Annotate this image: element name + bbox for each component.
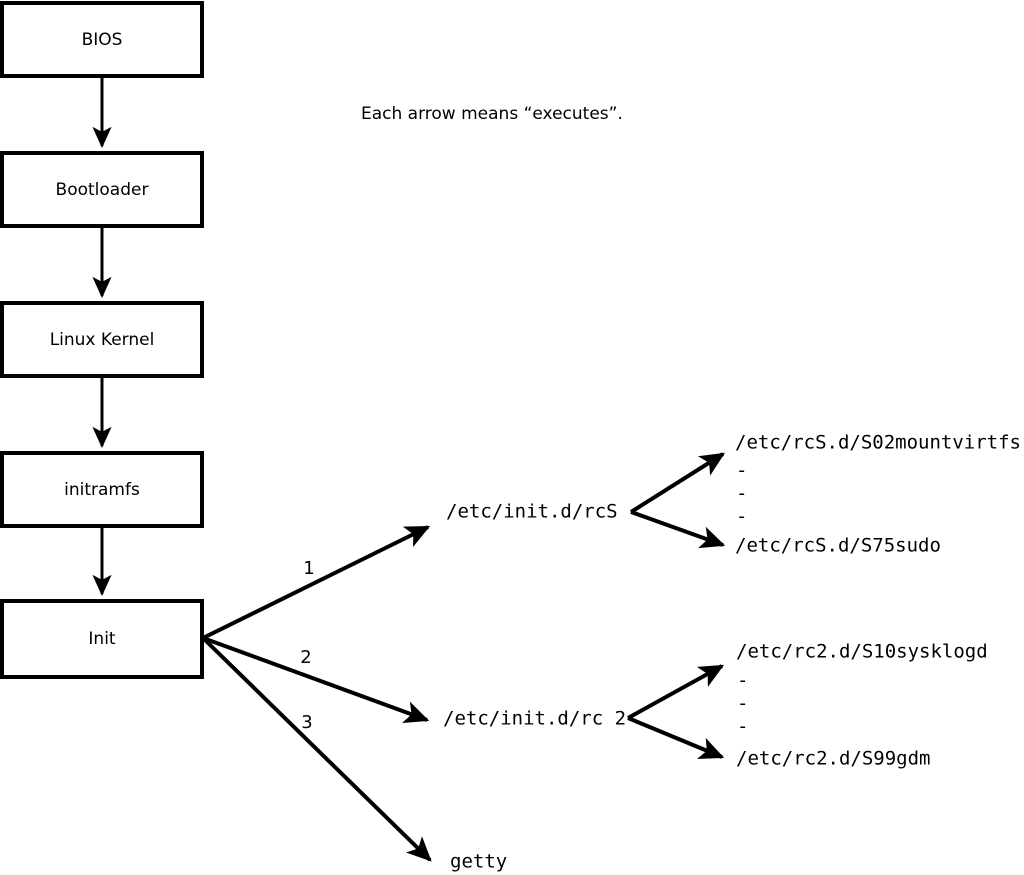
node-init-rect[interactable] bbox=[0, 599, 204, 679]
init-branch-numbers: 1 2 3 bbox=[300, 558, 314, 733]
rc2-ellipsis-dash-2: - bbox=[737, 693, 748, 715]
node-getty[interactable]: getty bbox=[450, 851, 507, 873]
node-bios-rect[interactable] bbox=[0, 1, 204, 78]
rcs-script-last[interactable]: /etc/rcS.d/S75sudo bbox=[735, 535, 941, 557]
rcs-ellipsis-dash-2: - bbox=[736, 483, 747, 505]
node-bootloader[interactable]: Bootloader bbox=[0, 151, 204, 228]
branch-number-3: 3 bbox=[301, 712, 312, 733]
arrow-init-to-rc2 bbox=[202, 636, 430, 724]
arrow-rc2-to-last-script bbox=[627, 716, 725, 759]
branch-number-1: 1 bbox=[303, 558, 314, 579]
branch-number-2: 2 bbox=[300, 647, 311, 668]
node-init[interactable]: Init bbox=[0, 599, 204, 679]
boot-chain-group: BIOS Bootloader Linux Kernel initramfs I… bbox=[0, 1, 204, 679]
node-bios-label: BIOS bbox=[82, 30, 123, 50]
node-linux-kernel-rect[interactable] bbox=[0, 301, 204, 378]
rcs-script-list: /etc/rcS.d/S02mountvirtfs - - - /etc/rcS… bbox=[735, 432, 1021, 557]
rcs-ellipsis-dash-1: - bbox=[736, 460, 747, 482]
arrow-init-to-rcs bbox=[202, 525, 431, 640]
arrow-rcs-to-first-script bbox=[629, 452, 726, 514]
node-bios[interactable]: BIOS bbox=[0, 1, 204, 78]
node-etc-initd-rcs[interactable]: /etc/init.d/rcS bbox=[446, 501, 618, 523]
rcs-fanout-arrows bbox=[629, 452, 726, 549]
node-initramfs[interactable]: initramfs bbox=[0, 451, 204, 528]
node-bootloader-label: Bootloader bbox=[56, 180, 149, 200]
rcs-ellipsis-dash-3: - bbox=[736, 506, 747, 528]
init-branch-arrows bbox=[201, 525, 432, 862]
node-etc-initd-rc2[interactable]: /etc/init.d/rc 2 bbox=[443, 708, 626, 730]
arrow-rcs-to-last-script bbox=[630, 510, 726, 549]
node-initramfs-label: initramfs bbox=[64, 480, 140, 500]
rc2-ellipsis-dash-1: - bbox=[737, 670, 748, 692]
arrow-init-to-getty bbox=[201, 636, 432, 862]
init-branch-targets: /etc/init.d/rcS /etc/init.d/rc 2 getty bbox=[443, 501, 626, 873]
node-linux-kernel[interactable]: Linux Kernel bbox=[0, 301, 204, 378]
node-initramfs-rect[interactable] bbox=[0, 451, 204, 528]
rc2-script-last[interactable]: /etc/rc2.d/S99gdm bbox=[736, 748, 930, 770]
node-bootloader-rect[interactable] bbox=[0, 151, 204, 228]
rc2-ellipsis-dash-3: - bbox=[737, 716, 748, 738]
rcs-script-first[interactable]: /etc/rcS.d/S02mountvirtfs bbox=[735, 432, 1021, 454]
rc2-script-list: /etc/rc2.d/S10sysklogd - - - /etc/rc2.d/… bbox=[736, 641, 988, 770]
rc2-fanout-arrows bbox=[627, 664, 725, 759]
arrow-rc2-to-first-script bbox=[627, 664, 725, 720]
diagram-caption: Each arrow means “executes”. bbox=[361, 104, 623, 124]
rc2-script-first[interactable]: /etc/rc2.d/S10sysklogd bbox=[736, 641, 988, 663]
node-init-label: Init bbox=[88, 629, 116, 649]
node-linux-kernel-label: Linux Kernel bbox=[50, 330, 155, 350]
